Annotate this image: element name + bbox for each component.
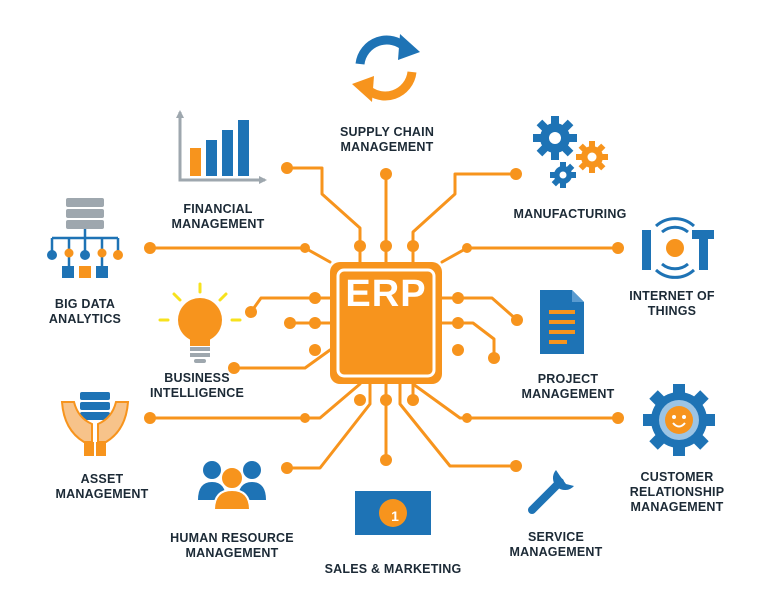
label-asset: ASSET MANAGEMENT (55, 472, 149, 501)
label-big-data: BIG DATA ANALYTICS (48, 297, 122, 326)
iot-signal-icon (642, 217, 714, 279)
wrench-icon (528, 470, 574, 514)
trace-service (398, 382, 518, 468)
label-manufacturing: MANUFACTURING (513, 207, 627, 221)
bar-chart-icon (176, 110, 267, 184)
erp-center-label: ERP (345, 273, 427, 315)
trace-financial (285, 166, 362, 264)
label-crm: CUSTOMER RELATIONSHIP MANAGEMENT (629, 470, 725, 514)
banknote-number: 1 (391, 508, 399, 524)
trace-bi-3 (232, 348, 332, 370)
label-financial: FINANCIAL MANAGEMENT (171, 202, 265, 231)
server-network-icon (47, 198, 123, 278)
label-iot: INTERNET OF THINGS (629, 289, 715, 318)
hands-database-icon (60, 392, 130, 456)
document-icon (540, 290, 584, 354)
banknote-icon (355, 491, 431, 535)
trace-hr (285, 382, 372, 470)
label-project: PROJECT MANAGEMENT (521, 372, 615, 401)
people-group-icon (198, 461, 266, 511)
label-human-resource: HUMAN RESOURCE MANAGEMENT (170, 531, 294, 560)
smiley-gear-icon (643, 384, 715, 456)
erp-chip (330, 262, 442, 384)
gears-icon (533, 116, 608, 188)
trace-dots (144, 162, 624, 474)
lightbulb-icon (158, 282, 242, 363)
trace-project-2 (440, 321, 496, 360)
trace-asset (148, 382, 362, 420)
label-supply-chain: SUPPLY CHAIN MANAGEMENT (339, 125, 435, 154)
cycle-arrows-icon (352, 34, 420, 102)
label-business-intelligence: BUSINESS INTELLIGENCE (149, 371, 245, 400)
label-service: SERVICE MANAGEMENT (509, 530, 603, 559)
label-sales-marketing: SALES & MARKETING (324, 562, 462, 576)
trace-crm (411, 382, 620, 420)
